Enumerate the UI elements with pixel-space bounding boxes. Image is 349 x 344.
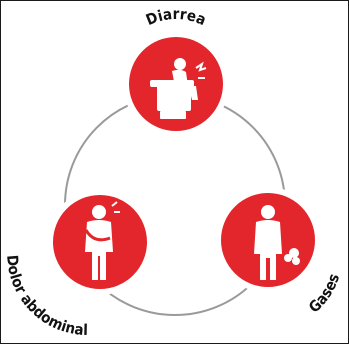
diarrea-label: Diarrea — [143, 5, 209, 29]
gases-label: Gases — [305, 271, 343, 316]
symptom-node-gases — [215, 187, 321, 293]
person-holding-stomach-icon — [84, 201, 120, 280]
symptom-node-dolor-abdominal — [47, 189, 153, 295]
symptom-node-diarrea — [123, 31, 229, 137]
person-passing-gas-icon — [254, 205, 300, 280]
person-on-toilet-icon — [150, 58, 207, 119]
